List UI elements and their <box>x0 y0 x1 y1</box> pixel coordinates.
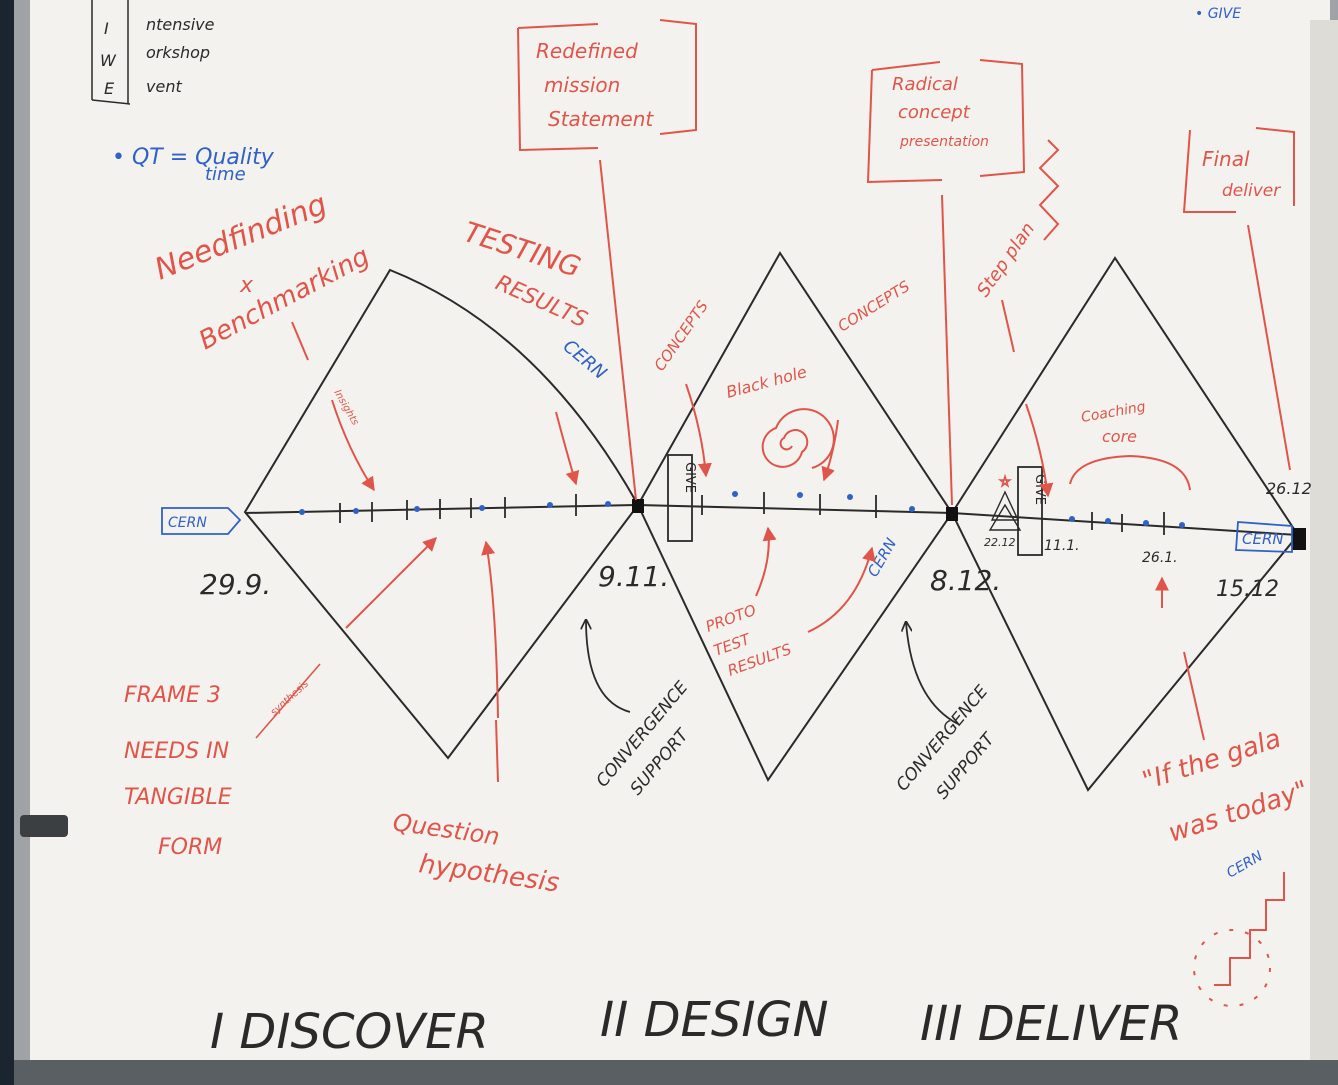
board-bottom-rail <box>14 1060 1338 1085</box>
milestone-final-line2: deliver <box>1222 181 1281 201</box>
legend-word-event: vent <box>146 77 182 96</box>
milestone-radical-concept: Radical concept presentation <box>866 59 1026 506</box>
milestone-radical-line2: concept <box>898 102 971 123</box>
timeline-ticks <box>339 492 1165 535</box>
timeline-dots <box>299 491 1185 528</box>
date-26-12: 26.12 <box>1266 479 1312 498</box>
junction-marker-1 <box>632 499 644 513</box>
timeline-dates: 29.9. 9.11. 8.12. 15.12 26.12 22.12 11.1… <box>200 479 1312 602</box>
frame-line2: NEEDS IN <box>124 739 229 764</box>
milestone-final-line1: Final <box>1202 147 1250 171</box>
milestone-redefined-line2: mission <box>544 73 620 97</box>
date-22-12: 22.12 <box>984 536 1016 549</box>
frame-line3: TANGIBLE <box>124 785 232 810</box>
date-26-1: 26.1. <box>1142 550 1178 566</box>
black-hole-spiral-icon <box>761 408 835 469</box>
cern-tag-start: CERN <box>161 507 242 535</box>
date-29-9: 29.9. <box>200 568 271 601</box>
legend-word-workshop: orkshop <box>146 43 210 62</box>
coaching-line2: core <box>1102 427 1137 446</box>
give-box-1-label: GIVE <box>682 462 697 493</box>
tree-doodle-icon <box>988 473 1022 531</box>
junction-marker-3 <box>1292 528 1306 550</box>
frame-3-note: FRAME 3 NEEDS IN TANGIBLE FORM <box>124 683 232 860</box>
milestone-redefined-line3: Statement <box>548 107 654 131</box>
cern-tag-end: CERN <box>1235 521 1293 553</box>
date-8-12: 8.12. <box>930 564 1001 597</box>
legend-letter-e: E <box>104 79 115 98</box>
board-surface <box>30 0 1330 1062</box>
qt-note-line1: • QT = Quality <box>112 145 275 170</box>
phase-deliver: III DELIVER <box>920 996 1182 1052</box>
give-box-1: GIVE <box>667 454 697 542</box>
legend: I W E ntensive orkshop vent <box>91 0 215 105</box>
timeline-line <box>244 503 1299 536</box>
date-11-1: 11.1. <box>1044 538 1080 554</box>
board-right-strip <box>1310 20 1338 1060</box>
frame-line4: FORM <box>158 835 222 860</box>
qt-note-line2: time <box>205 164 246 185</box>
phase-design: II DESIGN <box>600 992 829 1048</box>
legend-word-intensive: ntensive <box>146 15 215 34</box>
milestone-redefined-mission: Redefined mission Statement <box>517 19 697 501</box>
phase-titles: I DISCOVER II DESIGN III DELIVER <box>210 992 1182 1060</box>
cern-tag-start-label: CERN <box>168 515 207 531</box>
stairs-doodle-icon <box>1193 872 1285 1007</box>
milestone-radical-line1: Radical <box>892 74 958 95</box>
board-left-clip <box>20 815 68 837</box>
junction-marker-2 <box>946 507 958 521</box>
frame-line1: FRAME 3 <box>124 683 221 708</box>
milestone-redefined-line1: Redefined <box>536 39 638 63</box>
date-9-11: 9.11. <box>598 560 669 593</box>
diamond-discover <box>243 268 640 760</box>
date-15-12: 15.12 <box>1216 577 1279 602</box>
top-right-note: • GIVE <box>1195 6 1241 22</box>
legend-letter-w: W <box>100 51 117 70</box>
cern-tag-end-label: CERN <box>1242 530 1284 548</box>
qt-note: • QT = Quality time <box>112 145 275 185</box>
milestone-final-deliver: Final deliver <box>1182 127 1295 471</box>
legend-letter-i: I <box>104 19 109 38</box>
milestone-radical-line3: presentation <box>899 134 989 150</box>
needfinding-line2: x <box>239 273 254 298</box>
phase-discover: I DISCOVER <box>210 1004 489 1060</box>
red-arrows <box>331 383 1169 719</box>
